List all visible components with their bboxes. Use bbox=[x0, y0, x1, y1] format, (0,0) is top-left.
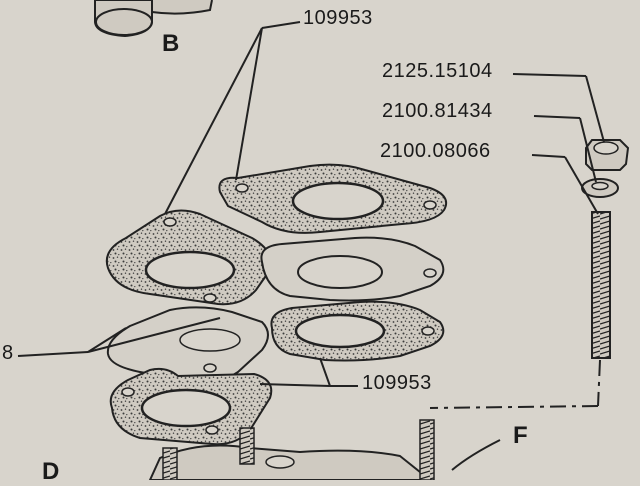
gasket-lower-left bbox=[109, 367, 273, 446]
gasket-upper-left bbox=[105, 209, 273, 306]
leader-lines bbox=[17, 21, 605, 471]
callout-b: B bbox=[162, 30, 180, 57]
base-assembly bbox=[148, 419, 435, 480]
callout-f: F bbox=[513, 422, 529, 449]
part-number-truncated-left: 8 bbox=[2, 342, 14, 364]
hex-nut bbox=[585, 139, 630, 171]
gasket-plain-right bbox=[260, 236, 445, 302]
plate-plain-left bbox=[106, 306, 269, 384]
part-number-lower-gaskets: 109953 bbox=[362, 372, 432, 394]
part-number-washer: 2100.81434 bbox=[382, 100, 493, 122]
part-number-upper-gaskets: 109953 bbox=[303, 7, 373, 29]
part-number-nut: 2125.15104 bbox=[382, 60, 493, 82]
gasket-lower-right bbox=[270, 300, 445, 362]
flat-washer bbox=[581, 178, 619, 198]
part-number-stud: 2100.08066 bbox=[380, 140, 491, 162]
fitting-b-drawing bbox=[94, 0, 213, 38]
gasket-upper-right bbox=[218, 163, 448, 234]
callout-d: D bbox=[42, 458, 60, 485]
threaded-stud bbox=[591, 211, 611, 359]
